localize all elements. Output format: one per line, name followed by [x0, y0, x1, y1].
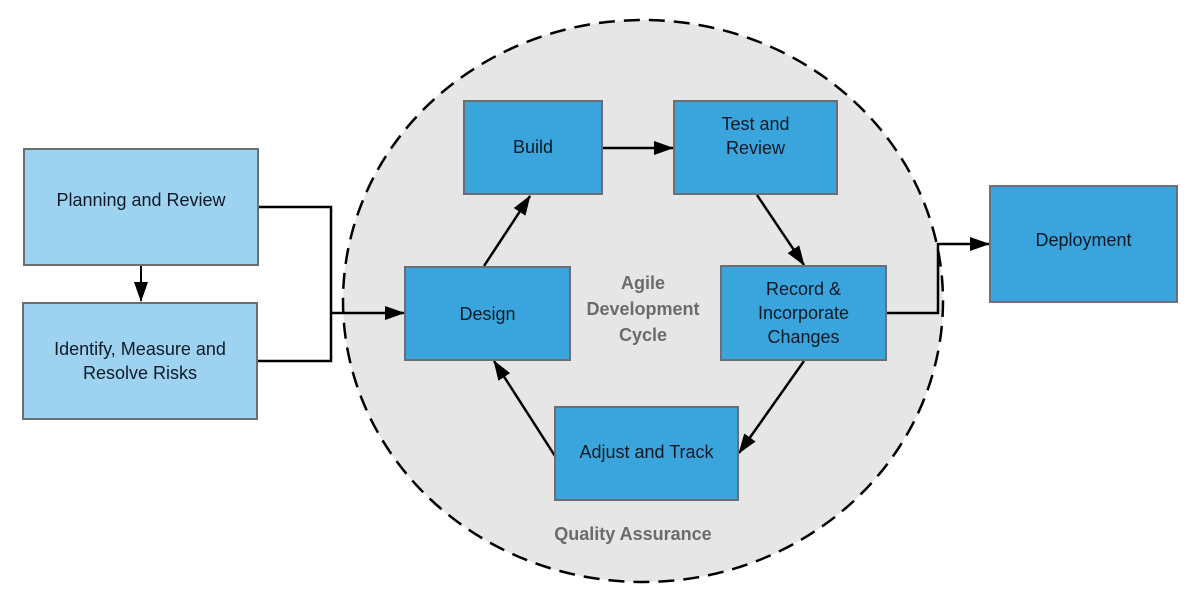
- cycle-title-line3: Cycle: [618, 325, 668, 345]
- node-label: Design: [459, 303, 516, 324]
- edge-risks-to-design: [258, 313, 333, 363]
- node-label: Build: [512, 136, 554, 157]
- node-label: Adjust and Track: [579, 441, 714, 462]
- edge-test-to-record: [755, 194, 806, 266]
- node-label-line2: Review: [725, 137, 786, 158]
- node-label-line1: Test and: [721, 113, 790, 134]
- node-test-and-review[interactable]: Test and Review: [673, 100, 838, 195]
- node-label: Planning and Review: [56, 190, 226, 210]
- node-planning-and-review[interactable]: Planning and Review: [23, 148, 259, 266]
- cycle-title-line2: Development: [586, 299, 700, 319]
- edge-planning-to-design: [259, 205, 333, 313]
- cycle-title: Agile Development Cycle: [568, 270, 718, 348]
- node-design[interactable]: Design: [404, 266, 571, 361]
- node-label: Deployment: [1035, 230, 1132, 250]
- node-identify-risks[interactable]: Identify, Measure and Resolve Risks: [22, 302, 258, 420]
- edge-design-to-build: [482, 195, 532, 267]
- quality-assurance-label: Quality Assurance: [554, 524, 712, 544]
- node-adjust-and-track[interactable]: Adjust and Track: [554, 406, 739, 501]
- node-record-incorporate-changes[interactable]: Record & Incorporate Changes: [720, 265, 887, 361]
- edge-record-to-adjust: [737, 360, 806, 454]
- node-deployment[interactable]: Deployment: [989, 185, 1178, 303]
- node-label-line3: Changes: [767, 327, 840, 347]
- edge-record-to-deployment: [887, 237, 990, 315]
- node-label-line1: Identify, Measure and: [54, 339, 226, 359]
- cycle-title-line1: Agile: [620, 273, 665, 293]
- node-label-line1: Record &: [765, 279, 842, 299]
- node-label-line2: Resolve Risks: [82, 363, 198, 383]
- edge-adjust-to-design: [492, 360, 557, 457]
- node-label-line2: Incorporate: [757, 303, 850, 323]
- node-build[interactable]: Build: [463, 100, 603, 195]
